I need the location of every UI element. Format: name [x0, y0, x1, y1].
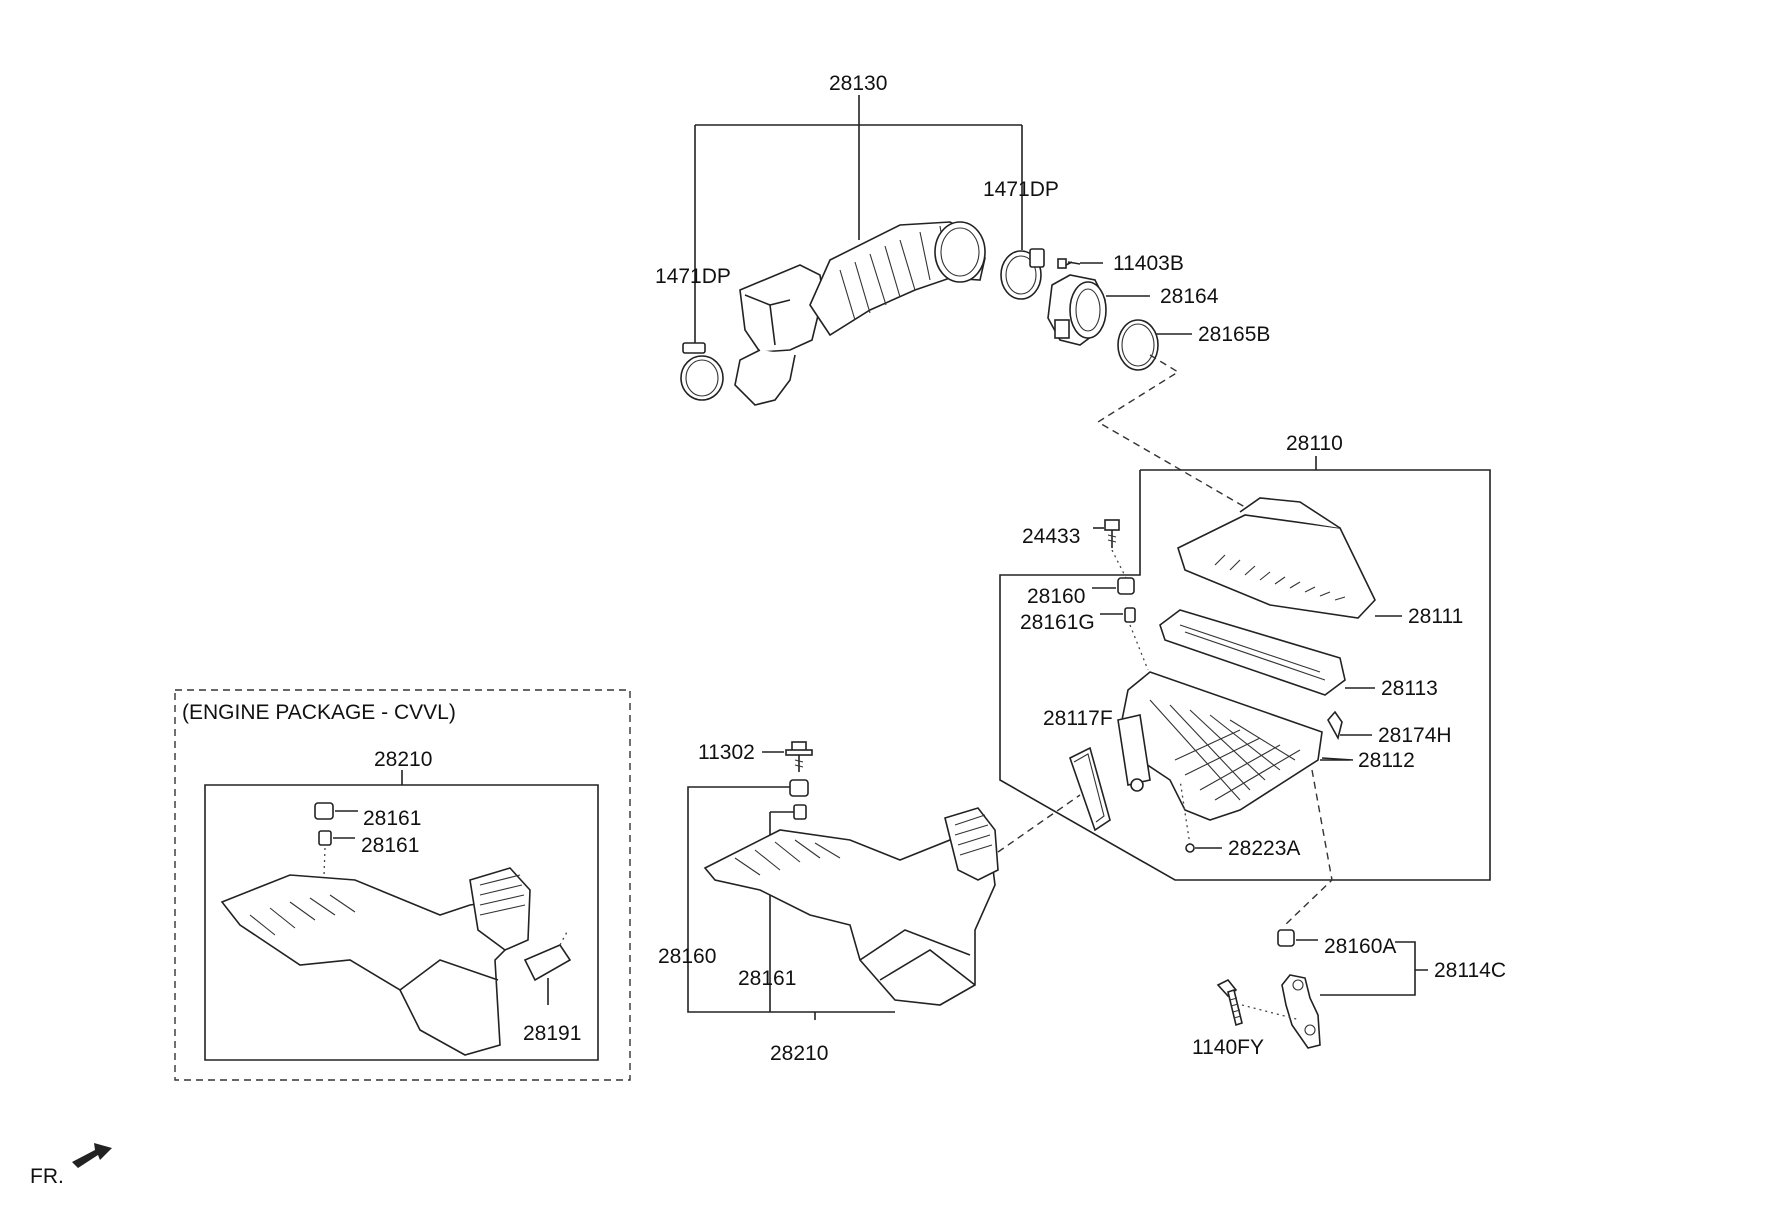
body-28112-part	[1117, 671, 1354, 821]
label-bolt-11302: 11302	[698, 741, 755, 764]
hose-28117f-part	[1069, 746, 1111, 832]
oring-28165b-part	[1117, 319, 1192, 371]
label-duct-collar: 28161	[738, 967, 796, 990]
dash-sensor-to-cleaner	[1096, 354, 1251, 511]
label-sensor: 28164	[1160, 285, 1219, 308]
pkg-hose-part	[523, 929, 572, 1005]
clip-28174h-part	[1327, 710, 1372, 741]
label-clamp-left: 1471DP	[655, 265, 731, 288]
pkg-outer-frame	[174, 689, 631, 1081]
cover-28111-part	[1177, 497, 1402, 619]
label-oring: 28165B	[1198, 323, 1270, 346]
pin-28223a-part	[1179, 779, 1222, 853]
label-pkg-collar: 28161	[361, 834, 419, 857]
bolt-11302-part	[762, 741, 813, 772]
element-28113-part	[1159, 609, 1375, 696]
pkg-inner-frame	[204, 770, 599, 1061]
label-fr: FR.	[30, 1165, 64, 1188]
label-grommet-28160: 28160	[1027, 585, 1085, 608]
mount-grommet-part	[1277, 929, 1318, 947]
label-collar-28161g: 28161G	[1020, 611, 1095, 634]
label-cleaner-assy: 28110	[1286, 432, 1343, 455]
bracket-28114c-part	[1281, 941, 1428, 1049]
label-bolt-1140fy: 1140FY	[1192, 1036, 1264, 1059]
duct-leader	[687, 786, 895, 1020]
label-bolt-24433: 24433	[1022, 525, 1080, 548]
label-pkg-duct: 28210	[374, 748, 432, 771]
label-pkg-grommet: 28161	[363, 807, 421, 830]
duct-collar-part	[793, 804, 807, 820]
clamp-left-part	[680, 342, 724, 401]
label-pkg-hose: 28191	[523, 1022, 581, 1045]
label-clip: 28174H	[1378, 724, 1452, 747]
grommet-28160-part	[1092, 577, 1135, 595]
label-body: 28112	[1358, 749, 1415, 772]
label-cover: 28111	[1408, 605, 1463, 628]
clamp-right-part	[1000, 248, 1045, 300]
label-pin-28223a: 28223A	[1228, 837, 1300, 860]
dot-pkg-collar	[321, 847, 326, 931]
dot-bolt-to-cleaner	[1111, 549, 1149, 671]
screw-11403b-part	[1057, 258, 1103, 269]
sensor-28164-part	[1047, 274, 1150, 346]
label-mount-grommet: 28160A	[1324, 935, 1396, 958]
label-duct-grommet: 28160	[658, 945, 716, 968]
intake-hose-leader	[694, 95, 1023, 345]
dash-cleaner-to-mount	[1284, 769, 1333, 926]
label-duct: 28210	[770, 1042, 828, 1065]
cleaner-assy-frame	[999, 456, 1491, 881]
duct-grommet-part	[789, 779, 809, 797]
pkg-collar-part	[318, 830, 355, 846]
label-pkg-title: (ENGINE PACKAGE - CVVL)	[182, 701, 456, 724]
label-intake-hose: 28130	[829, 72, 887, 95]
dash-duct-to-hose	[997, 794, 1081, 853]
label-bracket: 28114C	[1434, 959, 1506, 982]
label-screw-11403b: 11403B	[1113, 252, 1184, 275]
fr-arrow-icon	[72, 1143, 112, 1168]
duct-28210-part	[703, 807, 999, 1006]
label-hose-28117f: 28117F	[1043, 707, 1113, 730]
bolt-1140fy-part	[1216, 978, 1301, 1027]
pkg-duct-part	[220, 867, 531, 1056]
label-clamp-right: 1471DP	[983, 178, 1059, 201]
collar-28161g-part	[1100, 607, 1136, 623]
bolt-24433-part	[1093, 519, 1120, 548]
pkg-grommet-part	[314, 802, 358, 820]
label-element: 28113	[1381, 677, 1438, 700]
intake-hose-part	[734, 221, 986, 406]
